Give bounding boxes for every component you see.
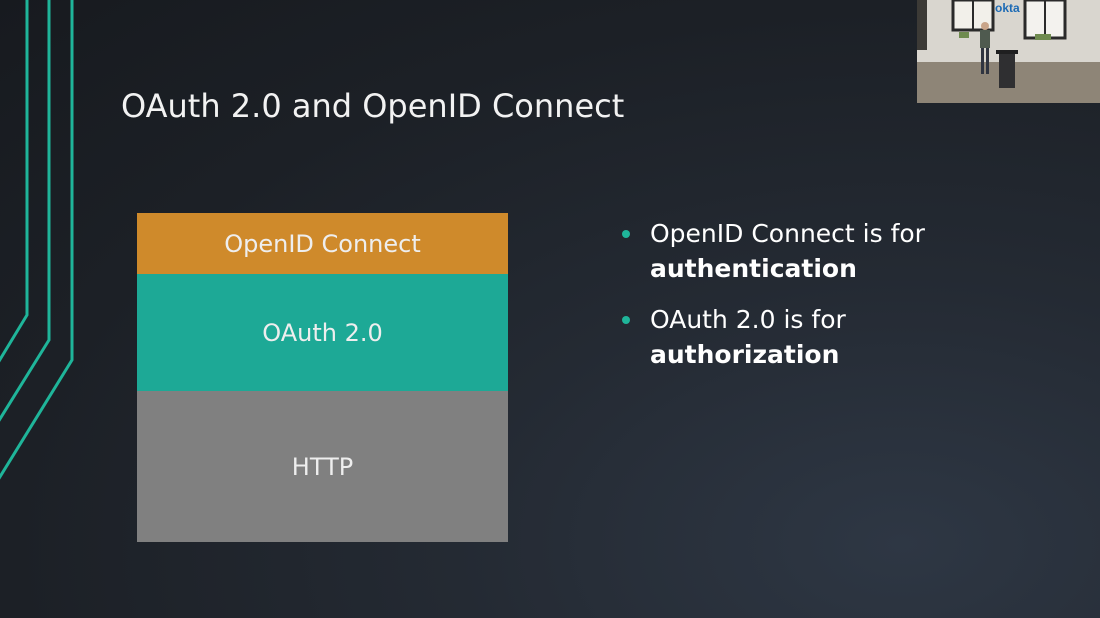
slide-title: OAuth 2.0 and OpenID Connect bbox=[121, 87, 625, 125]
bullet-text: OpenID Connect is for bbox=[650, 219, 925, 248]
bullet-list: OpenID Connect is for authentication OAu… bbox=[622, 216, 925, 388]
podium bbox=[999, 52, 1015, 88]
bullet-item: OpenID Connect is for authentication bbox=[622, 216, 925, 286]
bullet-item: OAuth 2.0 is for authorization bbox=[622, 302, 925, 372]
bullet-emphasis: authorization bbox=[650, 340, 840, 369]
bullet-dot-icon bbox=[622, 316, 630, 324]
speaker-figure bbox=[980, 22, 990, 74]
layer-label: OAuth 2.0 bbox=[262, 318, 383, 347]
layer-openid-connect: OpenID Connect bbox=[137, 213, 508, 274]
layer-http: HTTP bbox=[137, 391, 508, 542]
bullet-text: OAuth 2.0 is for bbox=[650, 305, 846, 334]
decorative-accent-lines bbox=[0, 0, 74, 480]
okta-logo: okta bbox=[995, 1, 1020, 15]
speaker-video-scene: okta bbox=[917, 0, 1100, 103]
speaker-video-thumbnail: okta bbox=[917, 0, 1100, 103]
layer-oauth2: OAuth 2.0 bbox=[137, 274, 508, 391]
layer-label: OpenID Connect bbox=[224, 229, 421, 258]
bullet-emphasis: authentication bbox=[650, 254, 857, 283]
bullet-dot-icon bbox=[622, 230, 630, 238]
layer-label: HTTP bbox=[291, 452, 354, 481]
